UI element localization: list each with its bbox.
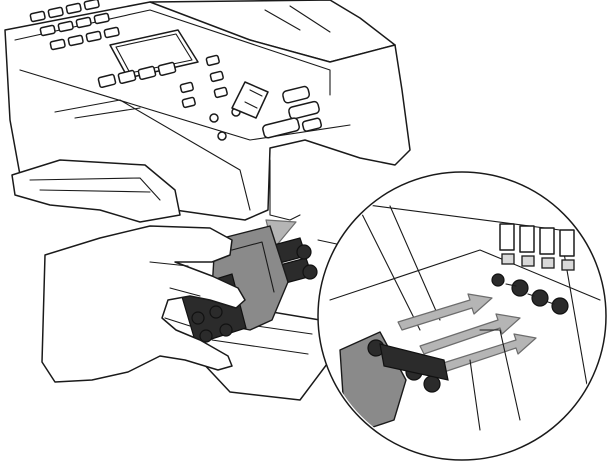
- start-buttons: [262, 85, 322, 139]
- slot-connectors: [491, 273, 569, 315]
- zoom-detail-circle-icon: [317, 171, 607, 461]
- navigation-pad: [231, 81, 269, 119]
- keypad: [29, 0, 120, 51]
- cartridge-slots: [499, 223, 575, 271]
- insert-direction-arrow-icon-detail: [397, 293, 493, 331]
- cartridge-nozzles-detail: [367, 339, 449, 393]
- lcd-display: [109, 29, 199, 79]
- hand-icon: [41, 225, 246, 383]
- panel-buttons: [97, 54, 241, 141]
